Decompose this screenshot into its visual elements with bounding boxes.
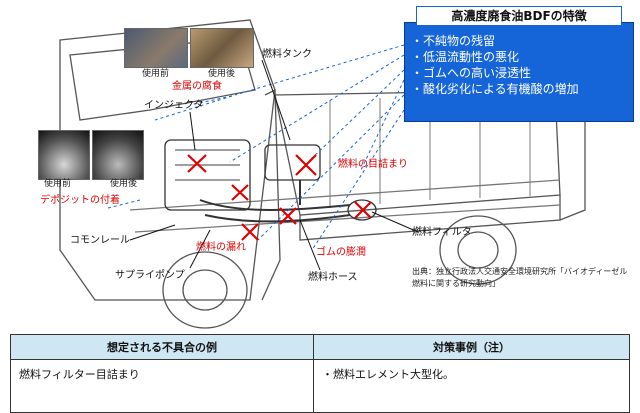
- x-mark-filter: [354, 201, 372, 219]
- bdf-features-title: 高濃度廃食油BDFの特徴: [416, 6, 622, 26]
- table-cell-measure: ・燃料エレメント大型化。: [313, 359, 630, 413]
- measures-table: 想定される不具合の例 対策事例（注） 燃料フィルター目詰まり ・燃料エレメント大…: [10, 334, 630, 413]
- front-wheel: [162, 251, 248, 329]
- engine-block: [164, 139, 251, 211]
- x-mark-injector: [187, 154, 207, 173]
- label-supply-pump: サプライポンプ: [115, 270, 185, 281]
- bdf-feature-item: ゴムへの高い浸透性: [411, 65, 633, 81]
- problem-fuel-leak: 燃料の漏れ: [196, 242, 246, 253]
- cab-outline: [59, 19, 276, 301]
- x-mark-tank: [295, 154, 317, 176]
- problem-fuel-clog: 燃料の目詰まり: [338, 159, 408, 170]
- photo-top-after-caption: 使用後: [208, 69, 236, 79]
- label-fuel-tank: 燃料タンク: [262, 49, 312, 60]
- table-header-measure: 対策事例（注）: [313, 334, 630, 360]
- photo-top-after: [190, 28, 254, 68]
- label-injector: インジェクタ: [144, 100, 204, 111]
- problem-rubber-swell: ゴムの膨潤: [316, 247, 366, 258]
- photo-left-after-caption: 使用後: [110, 179, 138, 189]
- fuel-tank-shape: [264, 144, 321, 181]
- bdf-feature-item: 低温流動性の悪化: [411, 49, 633, 65]
- problem-marks: [187, 154, 372, 241]
- table-row: 燃料フィルター目詰まり ・燃料エレメント大型化。: [10, 359, 630, 413]
- x-mark-pump: [241, 223, 259, 241]
- problem-metal-corrosion: 金属の腐食: [172, 81, 222, 92]
- source-note: 出典：独立行政法人交通安全環境研究所「バイオディーゼル燃料に関する研究動向」: [412, 267, 628, 288]
- fuel-filter-shape: [347, 199, 377, 221]
- table-header-problem: 想定される不具合の例: [10, 334, 314, 360]
- photo-left-before-caption: 使用前: [44, 179, 72, 189]
- leader-lines: [107, 44, 405, 251]
- photo-top-before: [124, 28, 188, 68]
- table-cell-problem: 燃料フィルター目詰まり: [10, 359, 314, 413]
- bdf-feature-item: 不純物の残留: [411, 33, 633, 49]
- bdf-feature-item: 酸化劣化による有機酸の増加: [411, 81, 633, 97]
- table-header-row: 想定される不具合の例 対策事例（注）: [10, 334, 630, 360]
- x-mark-hose: [279, 207, 297, 225]
- label-fuel-filter: 燃料フィルタ: [412, 227, 472, 238]
- label-common-rail: コモンレール: [70, 235, 130, 246]
- rear-wheel: [439, 215, 517, 285]
- bdf-features-box: 不純物の残留 低温流動性の悪化 ゴムへの高い浸透性 酸化劣化による有機酸の増加: [404, 22, 634, 122]
- photo-left-after: [92, 130, 144, 180]
- photo-left-before: [38, 130, 90, 180]
- label-fuel-hose: 燃料ホース: [308, 272, 358, 283]
- x-mark-rail: [231, 184, 249, 201]
- problem-deposit: デポジットの付着: [40, 195, 120, 206]
- photo-top-before-caption: 使用前: [142, 69, 170, 79]
